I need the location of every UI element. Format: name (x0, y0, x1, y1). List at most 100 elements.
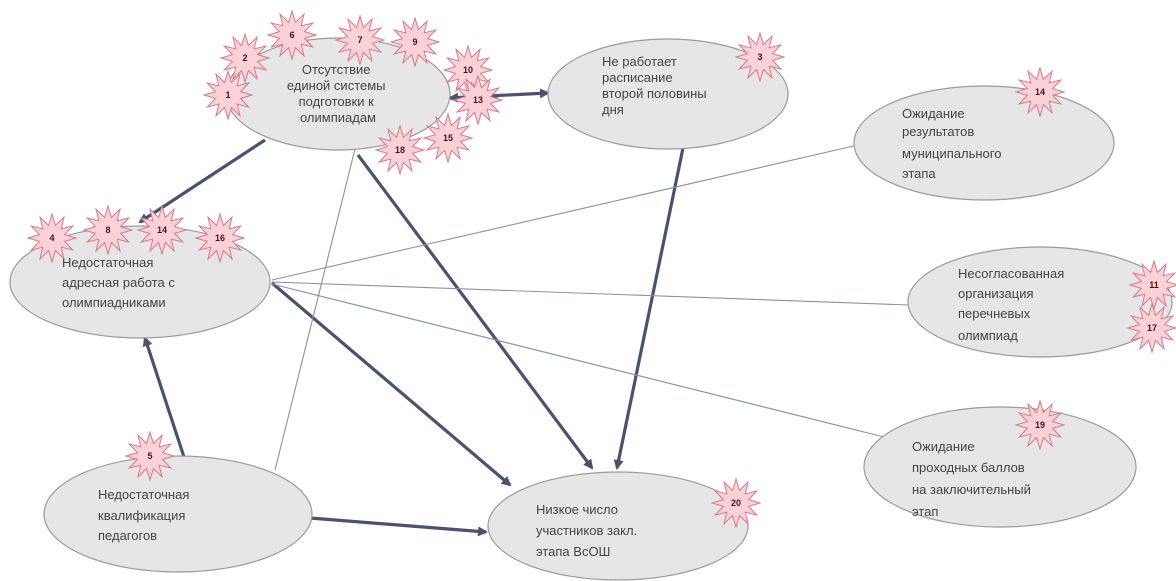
starburst-icon (124, 430, 176, 482)
starburst-icon (202, 69, 254, 121)
node-text-line: участников закл. (536, 523, 637, 538)
starburst-icon (194, 212, 246, 264)
starburst-icon (452, 74, 504, 126)
starburst-icon (389, 16, 441, 68)
svg-text:Ожидание результатов: Ожидание результатов муниципального этап… (902, 106, 1005, 181)
edge-n7-n1 (274, 144, 357, 471)
node-text-line: Не работает (602, 54, 677, 69)
node-text-line: этап (912, 504, 938, 519)
node-text-line: на заключительный (912, 482, 1031, 497)
badge-number: 1 (225, 90, 230, 100)
node-text-line: организация (958, 286, 1034, 301)
svg-text:Недостаточная квалификац: Недостаточная квалификация педагогов (98, 487, 193, 543)
badge-number: 3 (757, 52, 762, 62)
node-insufficient-teacher-qualification: Недостаточная квалификация педагогов (43, 455, 313, 573)
badge-starburst: 13 (452, 74, 504, 126)
node-insufficient-targeted-work: Недостаточная адресная работа с олимпиад… (9, 225, 271, 339)
node-low-participation: Низкое число участников закл. этапа ВсОШ (487, 471, 749, 581)
badge-starburst: 8 (82, 204, 134, 256)
node-waiting-municipal-results: Ожидание результатов муниципального этап… (853, 85, 1115, 201)
badge-starburst: 14 (136, 204, 188, 256)
node-text-line: Недостаточная (62, 255, 153, 270)
badge-number: 8 (105, 225, 110, 235)
badge-number: 14 (1035, 87, 1045, 97)
badge-starburst: 19 (1014, 399, 1066, 451)
starburst-icon (1014, 66, 1066, 118)
node-text-line: квалификация (98, 508, 185, 523)
edge-n6-n4 (271, 283, 889, 439)
starburst-icon (26, 212, 78, 264)
node-text-line: олимпиадниками (62, 295, 166, 310)
starburst-icon (734, 31, 786, 83)
node-text-line: педагогов (98, 528, 157, 543)
badge-number: 18 (395, 145, 405, 155)
starburst-badges: 6 7 9 2 10 1 13 15 18 3 14 4 8 14 16 11 17 5 19 20 (26, 9, 1176, 529)
badge-starburst: 20 (710, 477, 762, 529)
badge-starburst: 1 (202, 69, 254, 121)
edge-n2-n8 (613, 147, 685, 470)
badge-number: 13 (473, 95, 483, 105)
node-waiting-passing-scores: Ожидание проходных баллов на заключитель… (863, 406, 1137, 528)
node-text-line: Недостаточная (98, 487, 189, 502)
badge-starburst: 15 (422, 112, 474, 164)
badge-number: 16 (215, 233, 225, 243)
node-text-line: Несогласованная (958, 266, 1064, 281)
node-text-line: этапа ВсОШ (536, 544, 610, 559)
starburst-icon (136, 204, 188, 256)
edge-n7-n8 (309, 516, 488, 537)
starburst-icon (1014, 399, 1066, 451)
badge-number: 10 (463, 65, 473, 75)
starburst-icon (219, 32, 271, 84)
node-text-line: Ожидание (902, 106, 965, 121)
edge-n5-n4 (271, 281, 911, 306)
badge-number: 4 (49, 233, 54, 243)
svg-text:Недостаточная адресная р: Недостаточная адресная работа с олимпиад… (62, 255, 178, 310)
edge-n3-n4 (271, 144, 859, 281)
edges (138, 88, 911, 537)
node-schedule-not-working: Не работает расписание второй половины д… (547, 38, 789, 150)
node-text-line: дня (602, 102, 624, 117)
badge-number: 9 (412, 37, 417, 47)
badge-starburst: 14 (1014, 66, 1066, 118)
badge-number: 19 (1035, 420, 1045, 430)
badge-starburst: 16 (194, 212, 246, 264)
starburst-icon (82, 204, 134, 256)
edge-n1-n4 (138, 138, 266, 224)
starburst-icon (374, 124, 426, 176)
badge-starburst: 3 (734, 31, 786, 83)
edge-n4-n8 (270, 281, 512, 487)
badge-number: 7 (357, 35, 362, 45)
node-text-line: олимпиад (958, 328, 1018, 343)
svg-text:Несогласованная организа: Несогласованная организация перечневых о… (958, 266, 1068, 343)
badge-number: 17 (1147, 323, 1157, 333)
badge-starburst: 4 (26, 212, 78, 264)
starburst-icon (334, 14, 386, 66)
node-text-line: единой системы (287, 78, 386, 93)
badge-number: 14 (157, 225, 167, 235)
node-text-line: этапа (902, 166, 936, 181)
badge-number: 6 (289, 30, 294, 40)
badge-starburst: 7 (334, 14, 386, 66)
starburst-icon (710, 477, 762, 529)
node-text-line: второй половины (602, 86, 707, 101)
badge-number: 15 (443, 133, 453, 143)
badge-number: 5 (147, 451, 152, 461)
badge-starburst: 18 (374, 124, 426, 176)
badge-starburst: 2 (219, 32, 271, 84)
node-text-line: Ожидание (912, 439, 975, 454)
badge-starburst: 9 (389, 16, 441, 68)
badge-number: 11 (1149, 280, 1159, 290)
svg-text:Низкое число участников: Низкое число участников закл. этапа ВсОШ (536, 502, 641, 559)
badge-starburst: 5 (124, 430, 176, 482)
node-text-line: Отсутствие (302, 62, 371, 77)
node-text-line: муниципального (902, 146, 1001, 161)
node-text-line: перечневых (958, 306, 1031, 321)
node-text-line: расписание (602, 70, 673, 85)
starburst-icon (422, 112, 474, 164)
edge-n1-n8 (356, 154, 594, 470)
svg-text:Ожидание проходных балло: Ожидание проходных баллов на заключитель… (912, 439, 1035, 519)
badge-number: 2 (242, 53, 247, 63)
node-text-line: Низкое число (536, 502, 618, 517)
starburst-icon (1126, 302, 1176, 354)
